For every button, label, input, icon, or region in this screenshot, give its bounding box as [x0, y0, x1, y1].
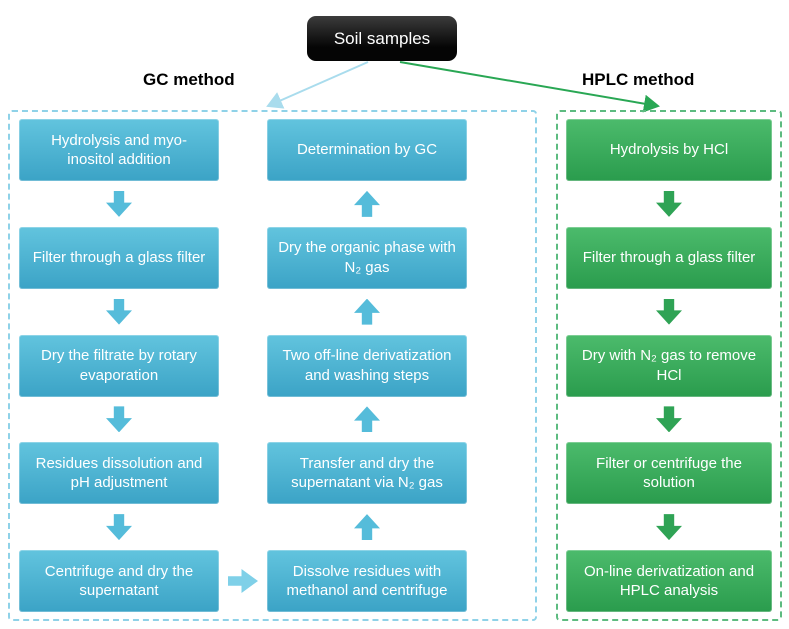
gc-method-label: GC method	[143, 70, 235, 89]
gc-step-dry-organic-phase: Dry the organic phase with N₂ gas	[267, 226, 467, 289]
hplc-step-hydrolysis-hcl: Hydrolysis by HCl	[566, 119, 772, 181]
arrow-down-icon	[106, 298, 132, 325]
gc-step-determination-by-gc: Determination by GC	[267, 119, 467, 181]
hplc-step-filter-glass: Filter through a glass filter	[566, 226, 772, 289]
arrow-down-icon	[656, 406, 682, 433]
gc-step-hydrolysis-myo-inositol: Hydrolysis and myo-inositol addition	[19, 119, 219, 181]
gc-step-filter-glass: Filter through a glass filter	[19, 226, 219, 289]
hplc-method-label: HPLC method	[582, 70, 695, 89]
gc-step-transfer-dry-supernatant: Transfer and dry the supernatant via N₂ …	[267, 442, 467, 505]
arrow-down-icon	[656, 514, 682, 541]
gc-connector-line	[266, 61, 369, 109]
arrow-right-icon	[228, 569, 258, 593]
gc-step-residues-dissolution: Residues dissolution and pH adjustment	[19, 442, 219, 505]
arrow-down-icon	[106, 406, 132, 433]
arrow-down-icon	[656, 190, 682, 217]
arrow-up-icon	[354, 190, 380, 217]
gc-step-offline-derivatization: Two off-line derivatization and washing …	[267, 334, 467, 397]
soil-samples-box: Soil samples	[307, 16, 457, 61]
gc-step-centrifuge-dry: Centrifuge and dry the supernatant	[19, 550, 219, 612]
gc-step-dry-filtrate: Dry the filtrate by rotary evaporation	[19, 334, 219, 397]
hplc-step-dry-n2-remove-hcl: Dry with N₂ gas to remove HCl	[566, 334, 772, 397]
hplc-step-filter-or-centrifuge: Filter or centrifuge the solution	[566, 442, 772, 505]
gc-method-panel: Hydrolysis and myo-inositol addition Det…	[8, 110, 537, 621]
hplc-step-online-derivatization: On-line derivatization and HPLC analysis	[566, 550, 772, 612]
arrow-down-icon	[106, 514, 132, 541]
gc-step-dissolve-residues: Dissolve residues with methanol and cent…	[267, 550, 467, 612]
arrow-up-icon	[354, 406, 380, 433]
arrow-up-icon	[354, 514, 380, 541]
arrow-down-icon	[106, 190, 132, 217]
hplc-method-panel: Hydrolysis by HCl Filter through a glass…	[556, 110, 782, 621]
arrow-up-icon	[354, 298, 380, 325]
arrow-down-icon	[656, 298, 682, 325]
